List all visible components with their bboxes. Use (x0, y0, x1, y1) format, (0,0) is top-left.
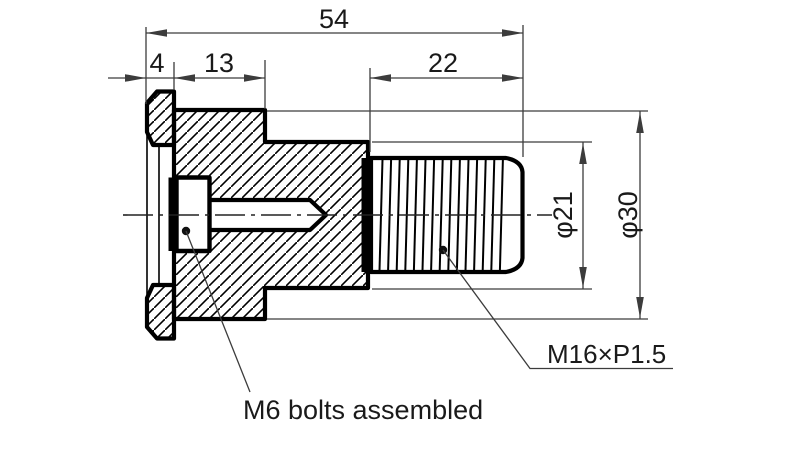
dia-21-label: φ21 (548, 191, 578, 239)
thread-crest-line (430, 159, 436, 271)
arrow-dia30-top (636, 112, 644, 133)
dim-22-label: 22 (428, 48, 458, 78)
dim-54-label: 54 (319, 4, 349, 34)
thread-spec-label: M16×P1.5 (547, 339, 666, 369)
arrow-13-left (174, 74, 195, 82)
drawing-text: 54 4 13 22 φ21 φ30 M16×P1.5 M6 bolts ass… (149, 4, 666, 425)
arrow-54-right (502, 29, 523, 37)
arrow-22-left (370, 74, 391, 82)
dim-13-label: 13 (204, 48, 234, 78)
arrow-54-left (146, 29, 167, 37)
bolt-note-label: M6 bolts assembled (243, 395, 483, 425)
leader-line-m16 (442, 249, 673, 370)
dimension-lines (108, 25, 648, 320)
leader-line-m6 (185, 230, 251, 393)
dim-4-label: 4 (149, 48, 164, 78)
thread-crest-line (473, 159, 479, 271)
flange-upper-section (144, 89, 177, 148)
arrow-4-outside (125, 74, 146, 82)
dia-30-label: φ30 (613, 191, 643, 239)
arrow-13-right (244, 74, 265, 82)
flange-lower-section (144, 282, 177, 341)
arrow-22-right (502, 74, 523, 82)
leader-lines (181, 226, 673, 393)
thread-crest-line (395, 159, 401, 271)
arrow-dia30-bottom (636, 297, 644, 318)
arrow-dia21-bottom (579, 267, 587, 288)
arrow-dia21-top (579, 143, 587, 164)
